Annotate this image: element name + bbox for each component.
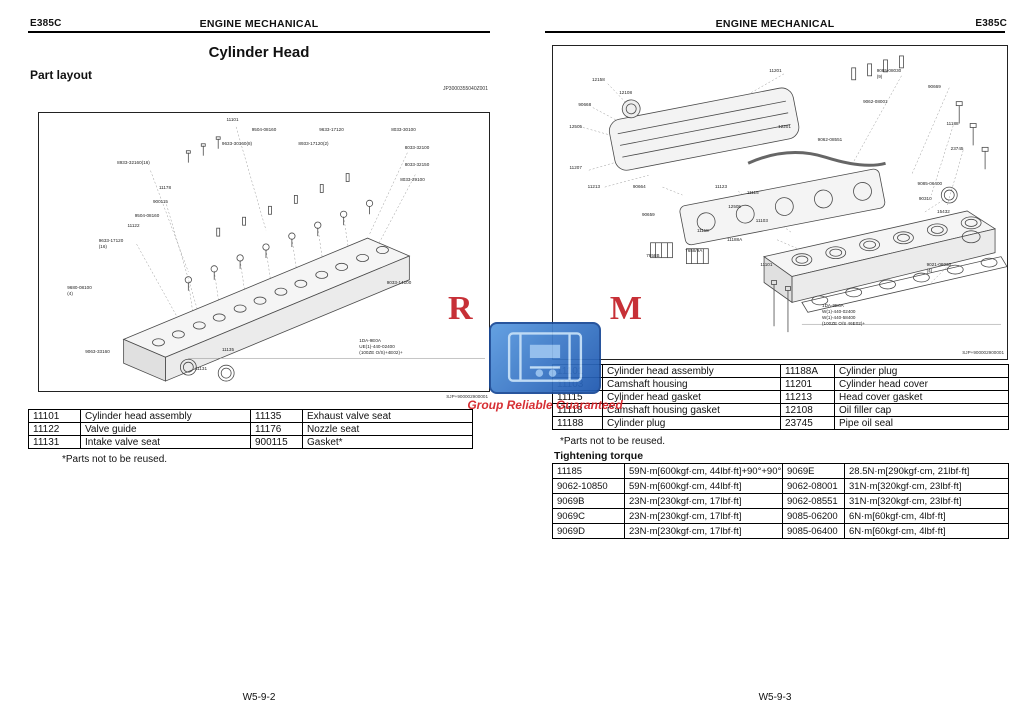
- page-code-left: E385C: [30, 18, 62, 29]
- reuse-note-left: *Parts not to be reused.: [62, 454, 168, 465]
- part-callout: 9504-08160: [134, 213, 160, 219]
- diagram-ref-code-right: SJP+900002900001: [962, 350, 1004, 355]
- part-callout: 1DA-9E0A W(1)-440-02400 W(1)-440-58400 (…: [822, 302, 866, 326]
- part-callout: 12505: [728, 204, 741, 210]
- part-callout: 9633-30160(8): [221, 140, 253, 146]
- cylinder-head-line-art: [122, 126, 486, 382]
- part-callout: 9062-08551: [817, 136, 843, 142]
- part-callout: 11123: [714, 183, 728, 189]
- part-callout: 8933-17120(2): [298, 140, 329, 146]
- head-cover-line-art: [582, 55, 1007, 333]
- part-callout: 11101: [226, 117, 239, 123]
- part-callout: 90669: [927, 83, 941, 89]
- part-callout: 8033-32100: [404, 144, 430, 150]
- part-callout: 11207: [569, 164, 582, 170]
- part-callout: 11115: [746, 189, 759, 195]
- part-callout: 11122: [127, 222, 140, 228]
- section-title-part-layout: Part layout: [30, 68, 93, 82]
- reuse-note-right: *Parts not to be reused.: [560, 436, 666, 447]
- part-callout: 11213: [587, 183, 601, 189]
- page-number-right: W5-9-3: [758, 692, 792, 703]
- part-callout: 9021-08030 (4): [926, 261, 952, 273]
- part-callout: 11101: [760, 261, 773, 267]
- running-header-left: ENGINE MECHANICAL: [199, 18, 319, 30]
- part-callout: 12505: [569, 124, 583, 130]
- part-callout: 8033-29100: [400, 176, 425, 182]
- exploded-diagram-head-cover: 12158 12108 11201 9085-08030 (9) 90669 90668 9…: [552, 45, 1008, 360]
- diagram-ref-code-left: SJP+900002900001: [446, 394, 488, 399]
- part-callout: 12108: [619, 89, 633, 95]
- header-rule-right: [545, 31, 1005, 33]
- part-callout: 11103: [755, 218, 768, 224]
- part-callout: 9085-06400: [917, 180, 943, 186]
- page-title: Cylinder Head: [208, 44, 310, 61]
- part-callout: 8933-32160(16): [117, 160, 150, 166]
- part-callout: 9063-33160: [85, 349, 110, 355]
- page-right: ENGINE MECHANICAL E385C: [514, 0, 1027, 725]
- tightening-torque-heading: Tightening torque: [554, 450, 644, 462]
- page-left: E385C ENGINE MECHANICAL Cylinder Head Pa…: [0, 0, 513, 725]
- part-callout: 9085-08030 (9): [876, 67, 902, 79]
- part-callout: 23745: [950, 146, 964, 152]
- part-callout: 8033-32150: [404, 161, 430, 167]
- figure-code: JP3000355040Z001: [442, 86, 488, 92]
- part-callout: 90310: [918, 196, 932, 202]
- part-callout: 8033-30100: [391, 126, 416, 132]
- part-callout: 9062-08001: [863, 99, 888, 105]
- part-callout: 12158: [592, 77, 605, 83]
- part-callout: 11118: [696, 227, 709, 233]
- header-rule-left: [28, 31, 490, 33]
- part-callout: 11188: [946, 121, 959, 127]
- part-callout: 900115: [153, 199, 168, 205]
- part-callout: 7658/9A: [685, 247, 703, 253]
- part-callout: 9504-08160: [251, 126, 277, 132]
- part-callout: 9680-08100 (4): [67, 285, 92, 297]
- part-callout: 9633-17120: [319, 126, 344, 132]
- part-callout: 90659: [641, 211, 655, 217]
- page-number-left: W5-9-2: [242, 692, 276, 703]
- part-callout: 9633-17120 (16): [98, 238, 124, 250]
- part-callout: 11135: [221, 346, 235, 352]
- part-callout: 11178: [158, 185, 172, 191]
- page-code-right: E385C: [975, 18, 1007, 29]
- part-callout: 90668: [578, 102, 592, 108]
- part-callout: 7858B: [646, 252, 660, 258]
- part-callout: 11188A: [727, 236, 743, 242]
- part-callout: 11201: [769, 67, 782, 73]
- part-callout: 1DA-9E0A UE(1)-440-02400 (100ZE O/S)+4E0…: [359, 338, 403, 356]
- running-header-right: ENGINE MECHANICAL: [715, 18, 835, 30]
- part-callout: 12201: [778, 124, 791, 130]
- part-callout: 9033-14100: [386, 279, 412, 285]
- part-callout: 11131: [194, 365, 208, 371]
- part-callout: 90664: [632, 183, 646, 189]
- part-callout: 15432: [937, 208, 950, 214]
- exploded-diagram-cylinder-head: 11101 9504-08160 9633-17120 8033-30100 9633-…: [38, 112, 490, 392]
